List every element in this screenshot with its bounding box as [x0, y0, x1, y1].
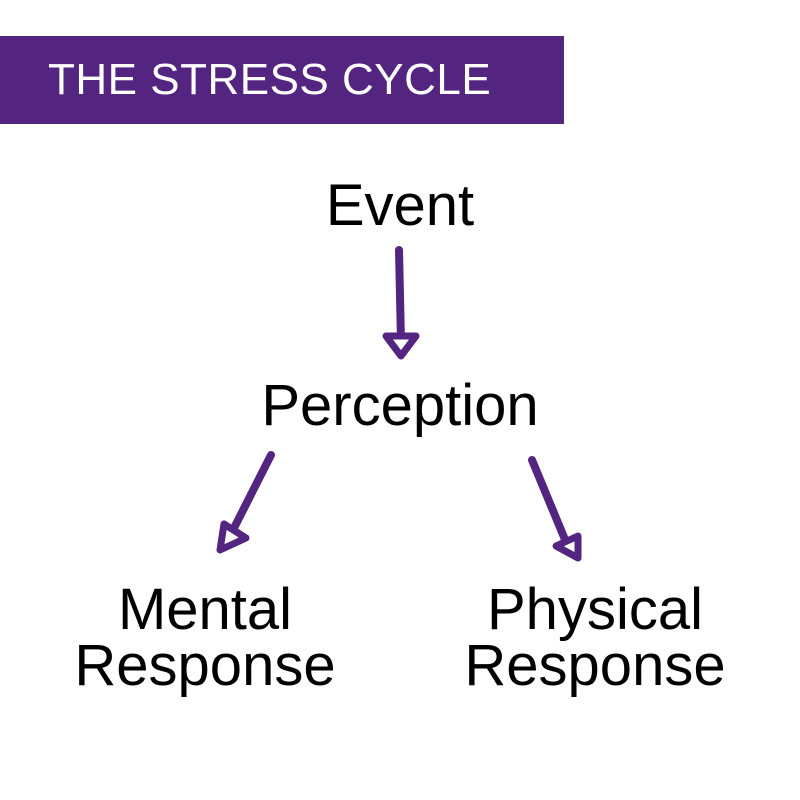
node-mental-label-line1: Mental: [117, 577, 293, 642]
node-physical-label-line1: Physical: [487, 577, 703, 642]
node-mental-response: Mental Response: [20, 577, 390, 698]
node-event: Event: [250, 173, 550, 238]
node-event-label: Event: [325, 173, 475, 238]
node-physical-response: Physical Response: [410, 577, 780, 698]
node-perception: Perception: [200, 373, 600, 438]
node-physical-label-line2: Response: [464, 633, 726, 698]
node-perception-label: Perception: [261, 373, 539, 438]
arrow-perception-to-physical: [528, 456, 582, 562]
title-banner: THE STRESS CYCLE: [0, 36, 564, 124]
arrow-event-to-perception: [382, 246, 420, 360]
diagram-title: THE STRESS CYCLE: [48, 55, 492, 104]
node-mental-label-line2: Response: [74, 633, 336, 698]
arrow-perception-to-mental: [216, 451, 275, 554]
